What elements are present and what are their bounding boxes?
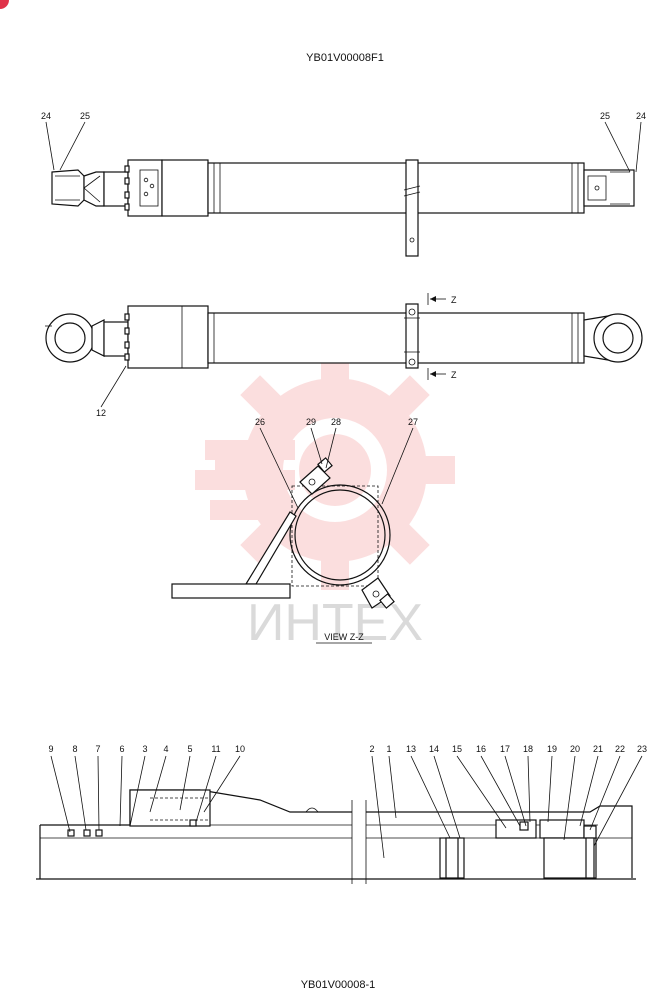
callout-16: 16: [476, 744, 486, 754]
callout-2: 2: [369, 744, 374, 754]
callout-27: 27: [408, 417, 418, 427]
cylinder-side-view: [45, 303, 643, 369]
section-label-top: Z: [451, 295, 457, 305]
callout-13: 13: [406, 744, 416, 754]
callout-22: 22: [615, 744, 625, 754]
callout-12: 12: [96, 408, 106, 418]
callout-6: 6: [119, 744, 124, 754]
section-marker-bottom: [427, 368, 446, 380]
callout-11: 11: [211, 744, 220, 754]
callout-29: 29: [306, 417, 316, 427]
watermark-text: ИНТЕХ: [247, 594, 423, 652]
callout-24-top-left: 24: [41, 111, 51, 121]
callout-28: 28: [331, 417, 341, 427]
callout-25-top-right: 25: [600, 111, 610, 121]
callout-25-top-left: 25: [80, 111, 90, 121]
callout-8: 8: [72, 744, 77, 754]
callout-19: 19: [547, 744, 557, 754]
callout-24-top-right: 24: [636, 111, 646, 121]
callout-23: 23: [637, 744, 647, 754]
leader-lines-clamp: [259, 427, 414, 509]
leader-lines-right: [371, 755, 643, 859]
callout-7: 7: [95, 744, 100, 754]
callout-3: 3: [142, 744, 147, 754]
callout-17: 17: [500, 744, 510, 754]
view-label: VIEW Z-Z: [324, 632, 364, 642]
callout-5: 5: [187, 744, 192, 754]
section-view: [36, 789, 636, 884]
callout-20: 20: [570, 744, 580, 754]
callout-4: 4: [163, 744, 168, 754]
callout-14: 14: [429, 744, 439, 754]
callout-15: 15: [452, 744, 462, 754]
section-label-bottom: Z: [451, 370, 457, 380]
section-marker-top: [427, 293, 446, 305]
callout-1: 1: [386, 744, 391, 754]
callout-9: 9: [48, 744, 53, 754]
corner-badge: [0, 0, 9, 9]
callout-18: 18: [523, 744, 533, 754]
clamp-detail-view: [171, 457, 395, 609]
drawing-code-top: YB01V00008F1: [306, 52, 384, 64]
callout-21: 21: [593, 744, 603, 754]
cylinder-top-view: [51, 159, 635, 257]
leader-line-12: [100, 365, 127, 408]
callout-10: 10: [235, 744, 245, 754]
callout-26: 26: [255, 417, 265, 427]
leader-lines-top: [45, 121, 642, 173]
leader-lines-left: [50, 755, 241, 833]
drawing-code-bottom: YB01V00008-1: [301, 979, 376, 991]
